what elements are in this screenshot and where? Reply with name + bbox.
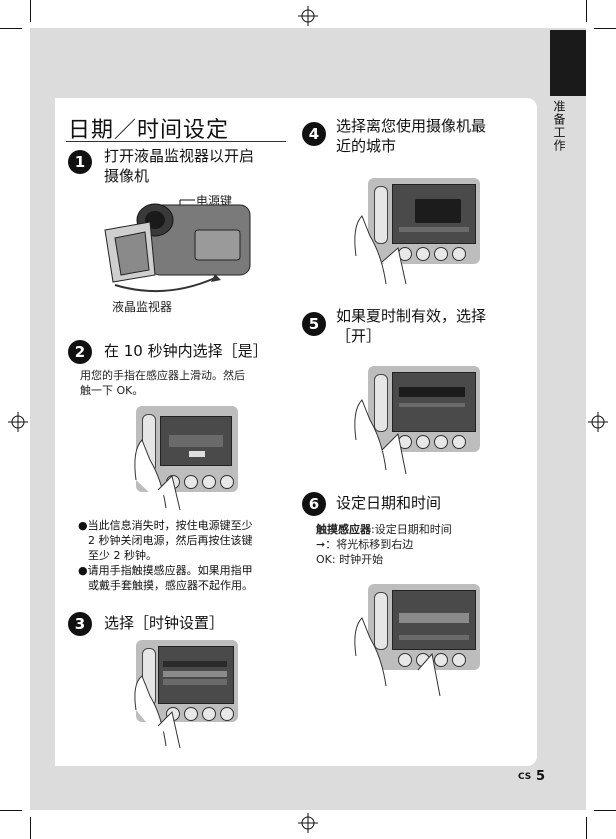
- step-5-screen-illustration: [368, 366, 480, 452]
- crop-mark-top-left: [0, 0, 40, 40]
- step-6-instructions: 触摸感应器:设定日期和时间 ➞：将光标移到右边 OK: 时钟开始: [316, 523, 452, 566]
- page-title: 日期／时间设定: [68, 118, 230, 143]
- step-4-number: 4: [302, 122, 326, 146]
- note-1: ●当此信息消失时，按住电源键至少 2 秒钟关闭电源，然后再按住该键 至少 2 秒…: [78, 519, 253, 562]
- step-3-title: 选择［时钟设置］: [104, 614, 225, 632]
- right-arrow-icon: ➞: [316, 538, 326, 551]
- step-3-finger-icon: [134, 675, 181, 749]
- step-2-number: 2: [68, 340, 92, 364]
- step-5-title: 如果夏时制有效，选择 ［开］: [336, 307, 487, 345]
- step-2-finger-icon: [134, 439, 181, 510]
- crop-mark-bottom-right: [576, 799, 616, 839]
- step-5-number: 5: [302, 312, 326, 336]
- registration-mark-right-icon: [588, 412, 608, 432]
- step-6-screen-illustration: [368, 584, 480, 670]
- registration-mark-top-icon: [298, 6, 318, 26]
- step-1-number: 1: [68, 150, 92, 174]
- step-2-instructions: 用您的手指在感应器上滑动。然后 触一下 OK。: [80, 369, 245, 397]
- step-4-finger-icon: [354, 215, 407, 285]
- chapter-tab: [550, 30, 586, 96]
- registration-mark-bottom-icon: [298, 813, 318, 833]
- step-5-finger-icon: [354, 399, 407, 475]
- step-3-screen-illustration: [136, 640, 238, 722]
- lcd-monitor-label: 液晶监视器: [112, 300, 173, 314]
- crop-mark-bottom-left: [0, 799, 40, 839]
- step-1-title: 打开液晶监视器以开启 摄像机: [104, 147, 255, 185]
- step-6-finger-icon: [354, 617, 441, 697]
- step-2-screen-illustration: [136, 406, 238, 492]
- camcorder-illustration: [104, 199, 251, 293]
- step-2-title: 在 10 秒钟内选择［是］: [104, 342, 268, 360]
- page-number: 5: [536, 769, 546, 784]
- crop-mark-top-right: [576, 0, 616, 40]
- note-2: ●请用手指触摸感应器。如果用指甲 或戴手套触摸，感应器不起作用。: [78, 564, 253, 592]
- step-4-title: 选择离您使用摄像机最 近的城市: [336, 117, 487, 155]
- title-underline: [66, 141, 286, 142]
- step-3-number: 3: [68, 612, 92, 636]
- step-6-title: 设定日期和时间: [336, 494, 442, 512]
- step-6-number: 6: [302, 492, 326, 516]
- chapter-label: 准备工作: [552, 100, 566, 152]
- registration-mark-left-icon: [8, 412, 28, 432]
- language-code: CS: [518, 772, 532, 782]
- step-4-screen-illustration: [368, 178, 480, 264]
